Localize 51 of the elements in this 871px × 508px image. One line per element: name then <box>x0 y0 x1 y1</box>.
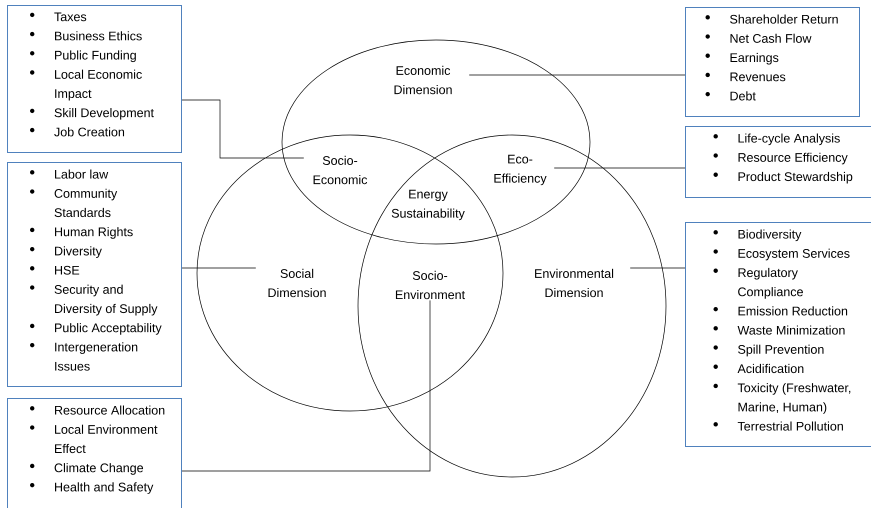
region-label: Socio-Economic <box>314 156 368 184</box>
list-item: Regulatory Compliance <box>738 268 803 299</box>
list-item: Ecosystem Services <box>738 248 850 260</box>
list-item: Health and Safety <box>55 482 154 494</box>
list-item: Public Acceptability <box>55 323 162 335</box>
list-item: Taxes <box>54 12 86 22</box>
list-item: Shareholder Return <box>730 14 838 24</box>
list-box <box>7 398 182 508</box>
list-item: Emission Reduction <box>738 306 848 316</box>
list-box <box>685 222 871 447</box>
list-item: Local Environment Effect <box>55 424 158 454</box>
list-item: Job Creation <box>54 127 124 136</box>
list-item: Life-cycle Analysis <box>738 134 840 146</box>
region-label: Environmental Dimension <box>535 268 614 298</box>
list-box <box>7 162 182 387</box>
list-item: Business Ethics <box>55 31 142 40</box>
list-item: Labor law <box>55 169 108 179</box>
list-item: Human Rights <box>55 227 133 239</box>
list-item: Intergeneration Issues <box>55 342 138 371</box>
connector-line <box>468 74 686 76</box>
region-label: Economic Dimension <box>394 66 452 94</box>
list-item: Climate Change <box>54 463 144 475</box>
list-item: Local Economic Impact <box>55 70 142 100</box>
list-item: Spill Prevention <box>738 344 824 356</box>
list-item: Acidification <box>738 364 804 374</box>
list-item: Debt <box>730 91 756 100</box>
list-item: Product Stewardship <box>738 172 852 184</box>
list-item: Resource Efficiency <box>738 152 848 164</box>
connector-line <box>182 300 430 472</box>
list-item: Waste Minimization <box>738 325 845 335</box>
list-item: Terrestrial Pollution <box>738 421 843 431</box>
list-item: Security and Diversity of Supply <box>54 284 158 316</box>
list-item: Skill Development <box>54 108 154 120</box>
list-item: Toxicity (Freshwater, Marine, Human) <box>738 383 850 414</box>
list-item: Resource Allocation <box>55 405 164 415</box>
region-label: Energy Sustainability <box>392 190 465 220</box>
list-item: Public Funding <box>55 50 136 62</box>
list-box <box>685 126 871 198</box>
region-label: Eco-Efficiency <box>494 154 547 186</box>
list-item: Earnings <box>730 52 778 65</box>
connector-line <box>182 100 304 158</box>
list-item: Revenues <box>730 72 786 82</box>
list-box <box>685 7 860 117</box>
list-item: HSE <box>55 266 80 275</box>
list-item: Community Standards <box>54 188 118 218</box>
region-label: Socio-Environment <box>396 270 465 300</box>
list-item: Biodiversity <box>738 229 802 242</box>
list-item: Net Cash Flow <box>730 34 812 43</box>
list-box <box>7 5 182 153</box>
list-item: Diversity <box>55 246 102 258</box>
region-label: Social Dimension <box>268 268 326 298</box>
